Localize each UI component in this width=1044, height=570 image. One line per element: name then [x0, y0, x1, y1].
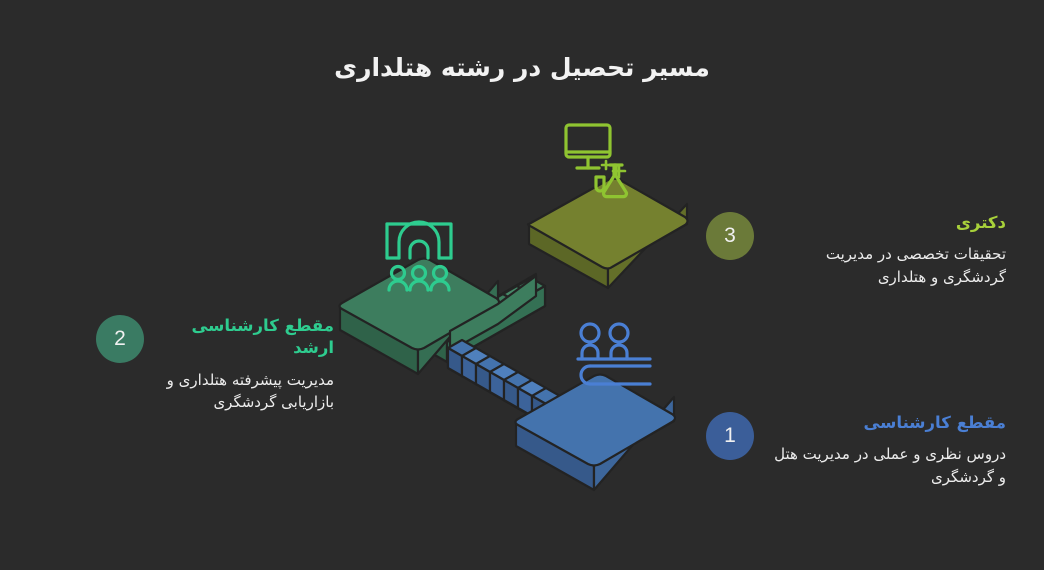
step-heading-1: مقطع کارشناسی: [863, 413, 1006, 432]
platform-masters: [338, 257, 538, 376]
step-description-1: دروس نظری و عملی در مدیریت هتل و گردشگری: [774, 445, 1006, 486]
platform-bachelors: [514, 373, 677, 492]
isometric-staircase-illustration: [330, 100, 730, 520]
step-description-3: تحقیقات تخصصی در مدیریت گردشگری و هتلدار…: [825, 245, 1006, 286]
platform-doctorate: [526, 177, 689, 290]
step-heading-2: مقطع کارشناسی ارشد: [191, 316, 334, 358]
step-text-1: مقطع کارشناسی دروس نظری و عملی در مدیریت…: [770, 412, 1006, 488]
step-number-3: 3: [724, 224, 736, 247]
step-number-1: 1: [724, 424, 736, 447]
step-badge-3: 3: [706, 212, 754, 260]
step-number-2: 2: [114, 327, 126, 350]
step-description-2: مدیریت پیشرفته هتلداری و بازاریابی گردشگ…: [166, 370, 334, 412]
step-item-2[interactable]: 2 مقطع کارشناسی ارشد مدیریت پیشرفته هتلد…: [96, 315, 334, 414]
lecture-screen-audience-icon: [385, 220, 453, 292]
students-desk-icon: [576, 322, 652, 386]
step-heading-3: دکتری: [955, 213, 1006, 232]
step-text-3: دکتری تحقیقات تخصصی در مدیریت گردشگری و …: [770, 212, 1006, 288]
step-item-1[interactable]: 1 مقطع کارشناسی دروس نظری و عملی در مدیر…: [706, 412, 1006, 488]
step-badge-1: 1: [706, 412, 754, 460]
page-title: مسیر تحصیل در رشته هتلداری: [334, 53, 710, 82]
step-badge-2: 2: [96, 315, 144, 363]
step-item-3[interactable]: 3 دکتری تحقیقات تخصصی در مدیریت گردشگری …: [706, 212, 1006, 288]
step-text-2: مقطع کارشناسی ارشد مدیریت پیشرفته هتلدار…: [160, 315, 334, 414]
monitor-flask-icon: [564, 123, 629, 199]
